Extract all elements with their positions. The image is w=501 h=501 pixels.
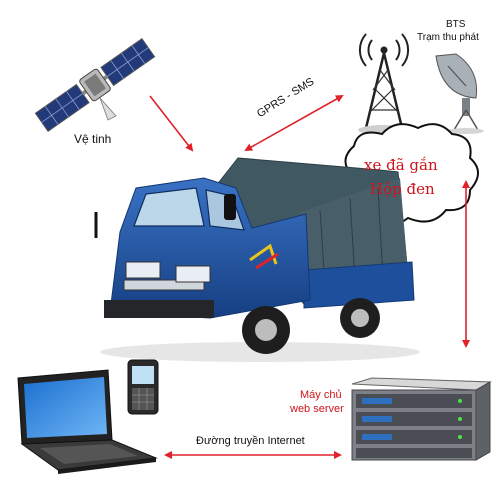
arrow-truck-tower — [244, 95, 344, 151]
laptop-icon — [17, 369, 158, 474]
cloud-text-line2: Hộp đen — [370, 180, 435, 198]
server-label-line1: Máy chủ — [300, 389, 342, 401]
arrow-satellite-truck — [149, 95, 194, 152]
cloud-text-line1: xe đã gắn — [364, 156, 438, 174]
radio-tower-icon — [358, 33, 410, 135]
satellite-icon — [34, 38, 156, 132]
server-label-line2: web server — [290, 403, 344, 415]
satellite-label: Vệ tinh — [74, 132, 112, 146]
tower-label: Trạm thu phát — [417, 32, 479, 43]
truck-icon — [94, 157, 420, 362]
satellite-dish-icon — [435, 53, 484, 134]
server-rack-icon — [351, 377, 492, 461]
bts-label: BTS — [446, 19, 466, 30]
internet-label: Đường truyền Internet — [196, 435, 305, 447]
phone-icon — [127, 359, 159, 415]
